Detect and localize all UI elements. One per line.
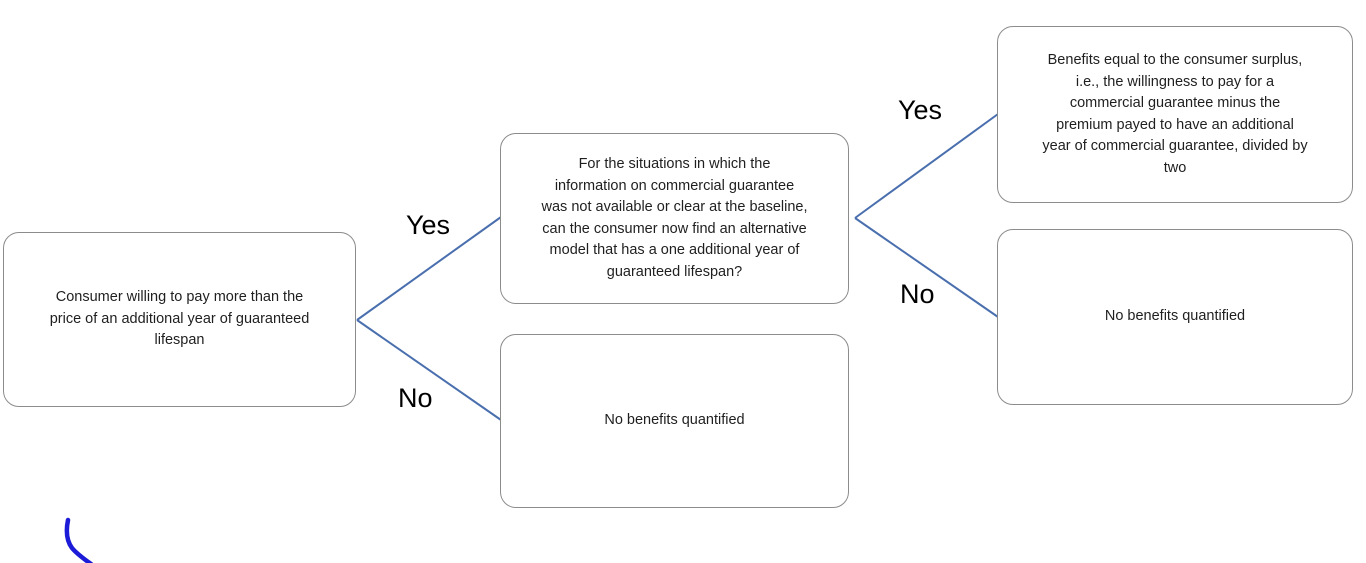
node-consumer-willingness-text: Consumer willing to pay more than the pr… bbox=[49, 289, 310, 349]
node-alternative-model-question-text: For the situations in which the informat… bbox=[541, 156, 808, 280]
connector-question-yes bbox=[854, 113, 999, 219]
node-no-benefits-middle: No benefits quantified bbox=[500, 334, 849, 508]
edge-label-no-second-branch: No bbox=[900, 279, 935, 309]
node-benefits-consumer-surplus-text: Benefits equal to the consumer surplus, … bbox=[1042, 52, 1308, 176]
edge-label-yes-second-branch: Yes bbox=[898, 95, 943, 125]
node-no-benefits-middle-text: No benefits quantified bbox=[604, 412, 745, 429]
node-benefits-consumer-surplus: Benefits equal to the consumer surplus, … bbox=[997, 26, 1353, 203]
node-alternative-model-question: For the situations in which the informat… bbox=[500, 133, 849, 304]
node-no-benefits-right: No benefits quantified bbox=[997, 229, 1353, 405]
edge-label-yes-first-branch: Yes bbox=[406, 210, 451, 240]
node-no-benefits-right-text: No benefits quantified bbox=[1104, 308, 1246, 325]
edge-label-no-first-branch: No bbox=[398, 383, 433, 413]
node-consumer-willingness: Consumer willing to pay more than the pr… bbox=[3, 232, 356, 407]
pen-scribble-mark bbox=[64, 517, 94, 563]
